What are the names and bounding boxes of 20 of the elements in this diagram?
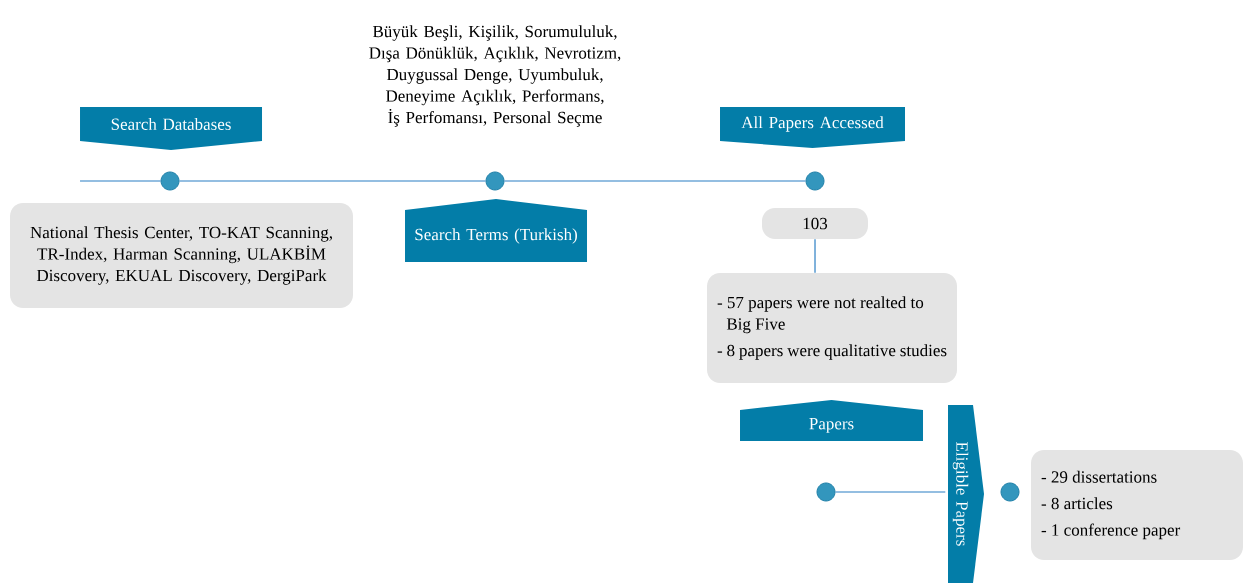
banner: Search Terms (Turkish) [405, 199, 587, 262]
timeline-dot [160, 171, 180, 191]
keyword-list: Büyük Beşli, Kişilik, Sorumululuk, Dışa Dönüklük, Açıklık, Nevrotizm, Duygussal Denge, Uyumbuluk, Deneyime Açıklık, Performans, İş Perfomansı, Personal Seçme [369, 25, 621, 127]
timeline-dot [816, 482, 836, 502]
timeline-dot [1000, 482, 1020, 502]
connector-line [79, 180, 162, 182]
connector-line [814, 238, 816, 274]
arrow-banner: Eligible Papers [948, 405, 984, 583]
connector-line [834, 491, 946, 493]
text-box: 103 [762, 208, 868, 239]
connector-line [503, 180, 807, 182]
banner: Papers [740, 400, 923, 441]
timeline-dot [485, 171, 505, 191]
text-box: National Thesis Center, TO-KAT Scanning, TR-Index, Harman Scanning, ULAKBİM Discovery, EKUAL Discovery, DergiPark [10, 203, 353, 308]
text-box: - 57 papers were not realted to Big Five - 8 papers were qualitative studies [707, 273, 957, 383]
timeline-dot [805, 171, 825, 191]
banner: All Papers Accessed [720, 107, 905, 148]
banner: Search Databases [80, 107, 262, 150]
connector-line [178, 180, 487, 182]
text-box: - 29 dissertations - 8 articles - 1 conference paper [1031, 450, 1243, 560]
